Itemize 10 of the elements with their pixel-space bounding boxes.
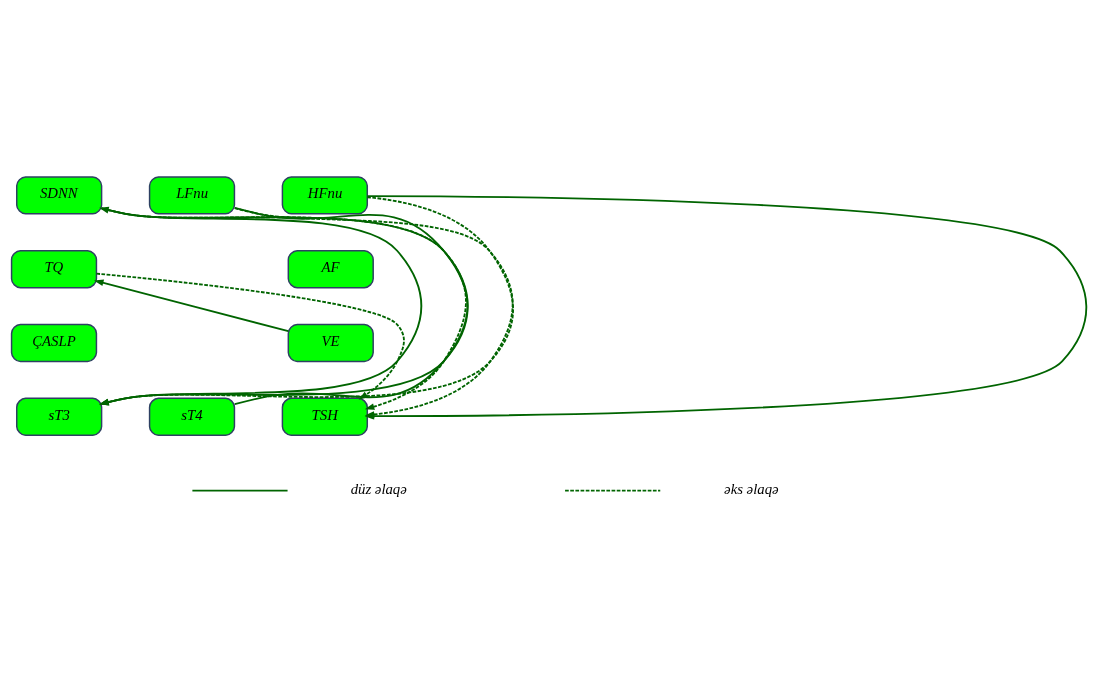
- legend-label: düz əlaqə: [350, 480, 407, 497]
- node-box: HFnu: [281, 176, 368, 215]
- node-box: sT3: [16, 397, 103, 436]
- node-box: TSH: [281, 397, 368, 436]
- node-box: TQ: [10, 250, 98, 289]
- node-box: ÇASLP: [10, 323, 98, 363]
- legend-label: əks əlaqə: [724, 480, 779, 497]
- node-box: sT4: [148, 397, 236, 436]
- node-box: LFnu: [148, 176, 236, 215]
- node-box: SDNN: [16, 176, 103, 215]
